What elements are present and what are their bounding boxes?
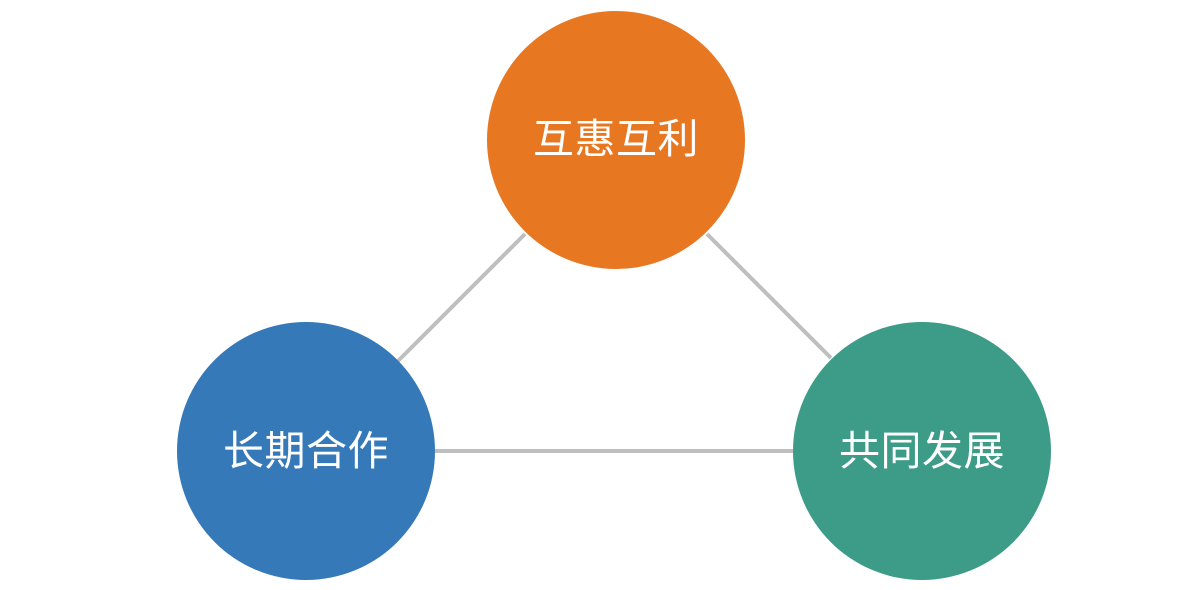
node-circle-mutual-benefit[interactable]: 互惠互利 <box>487 11 745 269</box>
connector-top-to-bottom-right <box>705 232 833 360</box>
node-label-long-term-cooperation: 长期合作 <box>223 427 389 474</box>
node-label-common-development: 共同发展 <box>839 427 1005 474</box>
node-label-mutual-benefit: 互惠互利 <box>533 115 699 162</box>
node-circle-common-development[interactable]: 共同发展 <box>793 322 1051 580</box>
node-circle-long-term-cooperation[interactable]: 长期合作 <box>177 322 435 580</box>
connector-top-to-bottom-left <box>396 232 527 363</box>
